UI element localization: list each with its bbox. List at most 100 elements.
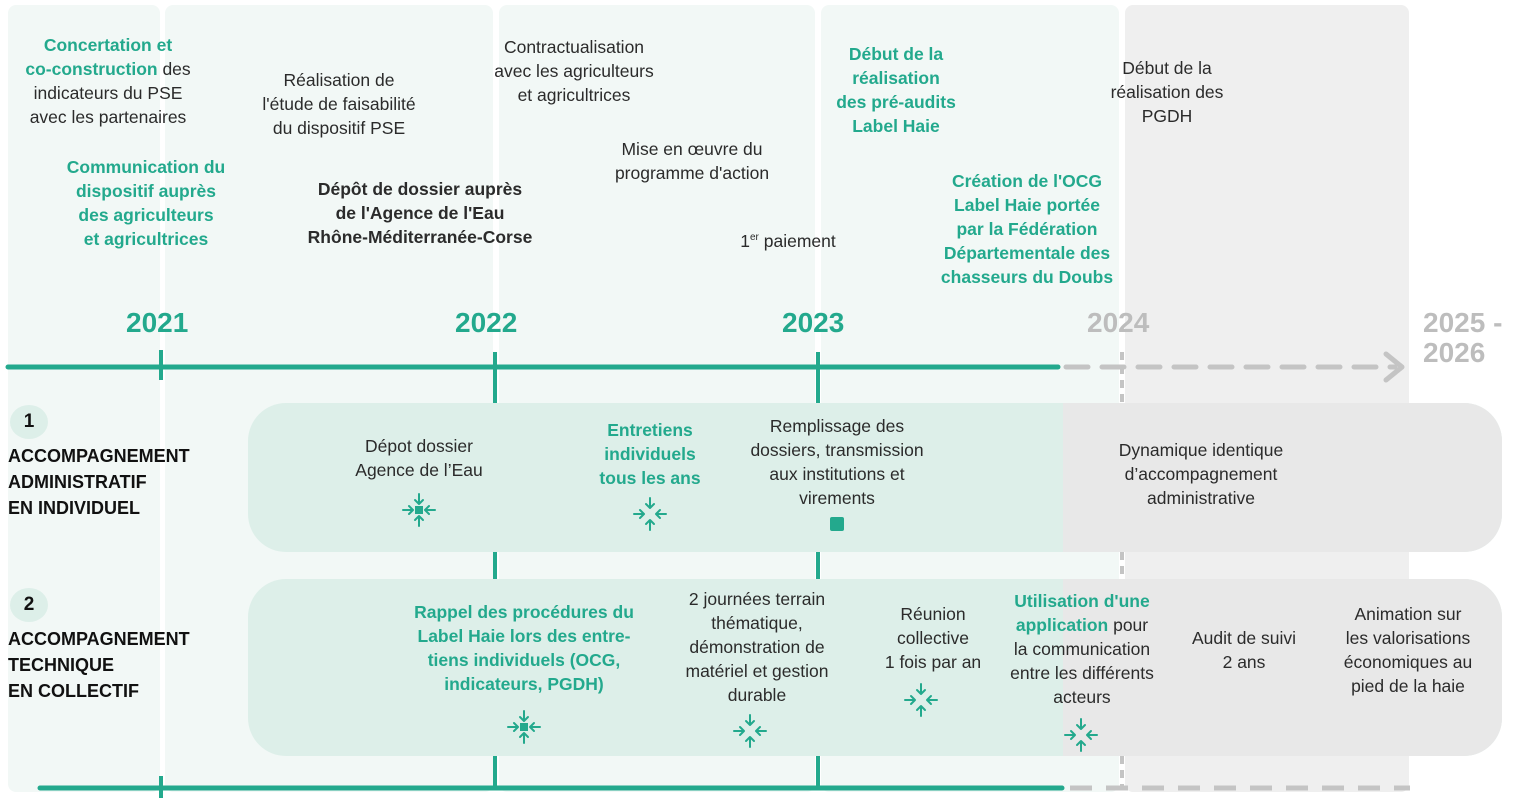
row2-journees-text: 2 journées terrain thématique, démonstra… [657,587,857,707]
communication-l1: Communication du [66,157,226,177]
row2-journees-l3: démonstration de [689,637,825,657]
ocg-l5: chasseurs du Doubs [940,267,1114,287]
row1-remplissage-text: Remplissage des dossiers, transmission a… [727,414,947,510]
row1-depot-text: Dépot dossier Agence de l’Eau [319,434,519,482]
concertation-l4: avec les partenaires [29,107,187,127]
realisation-l3: du dispositif PSE [272,118,406,138]
row1-dynamique-l1: Dynamique identique [1118,440,1284,460]
row1-number: 1 [10,405,48,439]
realisation-l1: Réalisation de [283,70,395,90]
depot-l1: Dépôt de dossier auprès [317,179,523,199]
debut-pgdh-text: Début de la réalisation des PGDH [1067,56,1267,128]
row2-audit-l2: 2 ans [1222,652,1266,672]
preaudits-l2: réalisation [852,68,940,88]
ocg-l4: Départementale des [943,243,1111,263]
concertation-l2-rest: des [157,59,191,79]
depot-text: Dépôt de dossier auprès de l'Agence de l… [280,177,560,249]
row1-entretiens-text: Entretiens individuels tous les ans [570,418,730,490]
row2-band-future [1063,579,1502,756]
row1-remplissage-l2: dossiers, transmission [750,440,924,460]
row2-animation-text: Animation sur les valorisations économiq… [1318,602,1498,698]
row1-depot-l2: Agence de l’Eau [355,460,483,480]
paiement-sup: er [749,232,759,243]
debut-preaudits-text: Début de la réalisation des pré-audits L… [796,42,996,138]
concertation-l1: Concertation et [43,35,173,55]
row2-utilisation-l3: la communication [1013,639,1151,659]
row2-journees-l4: matériel et gestion [685,661,829,681]
concertation-l3: indicateurs du PSE [33,83,183,103]
paiement-prefix: 1 [740,230,750,251]
row1-label-l2: ADMINISTRATIF [8,472,147,492]
row2-reunion-text: Réunion collective 1 fois par an [863,602,1003,674]
panel-2021 [8,5,160,792]
row1-band-future [1063,403,1502,552]
preaudits-l1: Début de la [848,44,944,64]
pgdh-l1: Début de la [1122,58,1212,78]
square-marker-icon [520,723,528,731]
row2-journees-l1: 2 journées terrain [688,589,826,609]
converge-arrows-icon [507,710,541,744]
row1-label-l1: ACCOMPAGNEMENT [8,446,190,466]
mise-l2: programme d'action [614,163,770,183]
row2-rappel-l3: tiens individuels (OCG, [427,650,621,670]
row2-audit-text: Audit de suivi 2 ans [1174,626,1314,674]
row2-label-l1: ACCOMPAGNEMENT [8,629,190,649]
contractualisation-l1: Contractualisation [503,37,645,57]
communication-l4: et agricultrices [83,229,209,249]
row2-utilisation-l5: acteurs [1053,687,1111,707]
preaudits-l4: Label Haie [852,116,940,136]
row2-rappel-text: Rappel des procédures du Label Haie lors… [396,600,652,696]
row2-reunion-l1: Réunion [900,604,966,624]
preaudits-l3: des pré-audits [836,92,956,112]
year-2025-2026: 2025 - 2026 [1423,308,1502,368]
row1-dynamique-text: Dynamique identique d’accompagnement adm… [1086,438,1316,510]
depot-l2: de l'Agence de l'Eau [335,203,505,223]
converge-arrows-icon [1064,718,1098,752]
concertation-l2-teal: co-construction [25,59,158,79]
row1-label: ACCOMPAGNEMENT ADMINISTRATIF EN INDIVIDU… [8,443,190,521]
year-2023: 2023 [782,307,845,338]
row2-utilisation-l4: entre les différents [1010,663,1154,683]
row1-label-l3: EN INDIVIDUEL [8,498,141,518]
row1-depot-l1: Dépot dossier [365,436,473,456]
row2-number: 2 [10,588,48,622]
row2-rappel-l1: Rappel des procédures du [414,602,634,622]
row1-entretiens-l3: tous les ans [599,468,701,488]
converge-arrows-icon [733,714,767,748]
contractualisation-text: Contractualisation avec les agriculteurs… [474,35,674,107]
row2-reunion-l2: collective [897,628,969,648]
year-2025-line2: 2026 [1423,337,1486,368]
row1-dynamique-l3: administrative [1147,488,1255,508]
row1-remplissage-l1: Remplissage des [769,416,905,436]
year-2021: 2021 [126,307,189,338]
row1-remplissage-l3: aux institutions et [769,464,905,484]
row2-animation-l2: les valorisations [1345,628,1471,648]
communication-l3: des agriculteurs [78,205,214,225]
pgdh-l2: réalisation des [1110,82,1224,102]
row2-label: ACCOMPAGNEMENT TECHNIQUE EN COLLECTIF [8,626,190,704]
square-marker-icon [830,517,844,531]
row2-label-l3: EN COLLECTIF [8,681,139,701]
paiement-suffix: paiement [758,230,836,251]
row2-animation-l4: pied de la haie [1351,676,1465,696]
communication-l2: dispositif auprès [75,181,217,201]
row2-journees-l5: durable [727,685,787,705]
row2-journees-l2: thématique, [711,613,803,633]
row2-animation-l1: Animation sur [1354,604,1462,624]
row2-utilisation-l2-teal: application [1015,615,1109,635]
converge-arrows-icon [633,497,667,531]
row2-rappel-l4: indicateurs, PGDH) [444,674,604,694]
ocg-l3: par la Fédération [956,219,1098,239]
communication-text: Communication du dispositif auprès des a… [46,155,246,251]
paiement-text: 1er paiement [688,226,888,253]
contractualisation-l2: avec les agriculteurs [494,61,654,81]
row2-utilisation-l1: Utilisation d'une [1014,591,1150,611]
year-2022: 2022 [455,307,518,338]
concertation-text: Concertation et co-construction des indi… [8,33,208,129]
year-2025-line1: 2025 - [1423,307,1503,338]
row1-remplissage-l4: virements [799,488,875,508]
creation-ocg-text: Création de l'OCG Label Haie portée par … [917,169,1137,289]
square-marker-icon [415,506,423,514]
ocg-l1: Création de l'OCG [951,171,1102,191]
